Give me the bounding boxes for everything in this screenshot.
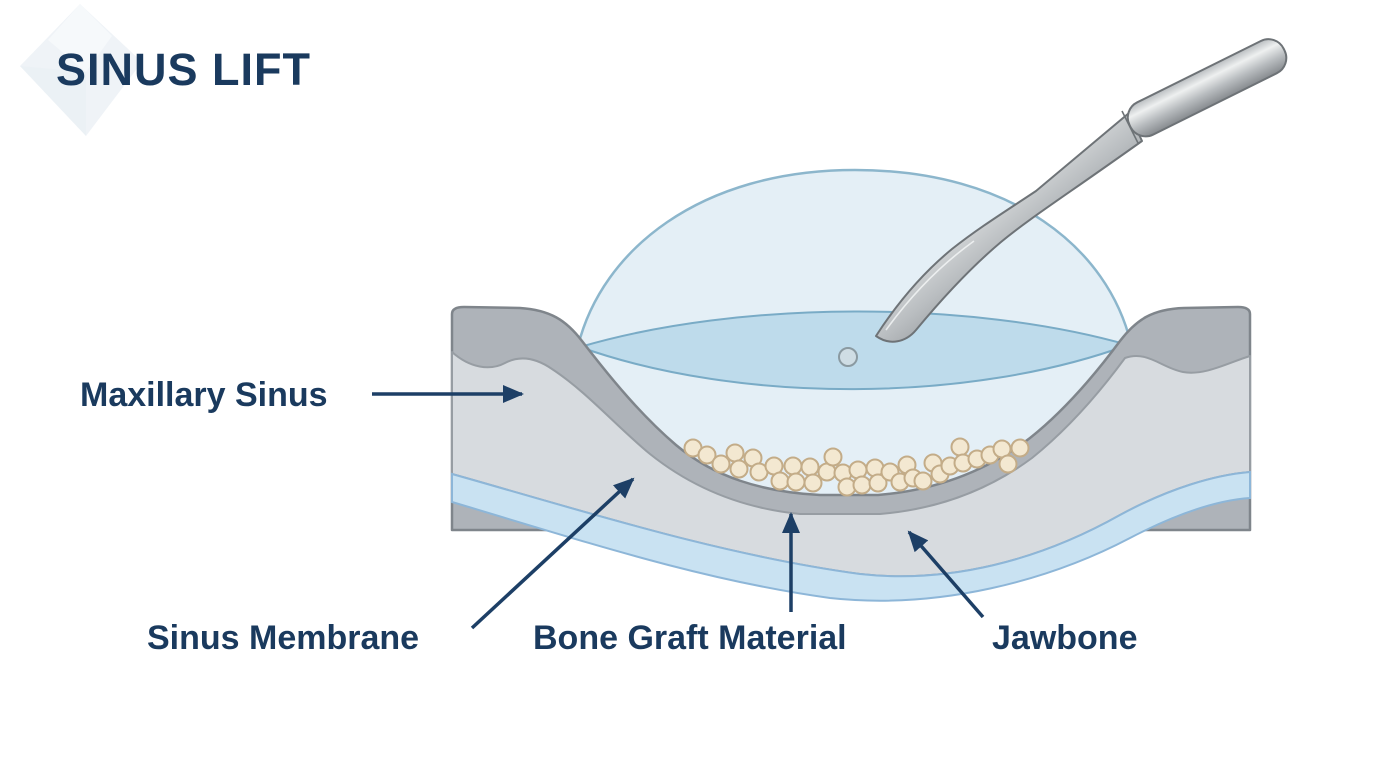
instrument-shaft <box>875 112 1143 343</box>
maxillary-sinus-label: Maxillary Sinus <box>80 376 328 414</box>
bone-graft-granule <box>950 437 970 457</box>
jawbone-label: Jawbone <box>992 619 1138 657</box>
bone-graft-granule <box>852 475 872 495</box>
bone-graft-granule <box>786 472 806 492</box>
instrument-handle <box>1126 38 1288 138</box>
surgical-instrument <box>875 38 1288 343</box>
bone-graft-granule <box>783 456 803 476</box>
sinus-membrane-arrow <box>470 477 635 630</box>
page-title: SINUS LIFT <box>56 44 311 95</box>
bone-graft-granule <box>697 445 717 465</box>
label-arrows <box>372 385 985 630</box>
entry-point-dot <box>838 347 858 367</box>
bone-graft-granule <box>868 473 888 493</box>
instrument-shoulder <box>1121 110 1139 144</box>
bone-graft-granule <box>1010 438 1030 458</box>
bone-graft-granule <box>770 471 790 491</box>
bone-graft-granule <box>913 471 933 491</box>
bone-graft-granule <box>998 454 1018 474</box>
bone-graft-granules <box>683 437 1030 497</box>
gem-watermark-icon <box>20 4 142 136</box>
sinus-membrane-label: Sinus Membrane <box>147 619 420 657</box>
bone-graft-granule <box>729 459 749 479</box>
bone-graft-granule <box>711 454 731 474</box>
jaw-base-band <box>451 470 1251 602</box>
jawbone-arrow <box>907 530 985 619</box>
instrument-highlight <box>885 240 975 331</box>
bone-graft-granule <box>823 447 843 467</box>
bone-graft-granule <box>725 443 745 463</box>
bone-graft-granule <box>803 473 823 493</box>
sinus-dome-outline <box>576 168 1133 347</box>
bone-graft-granule <box>800 457 820 477</box>
bone-graft-material-label: Bone Graft Material <box>533 619 847 657</box>
